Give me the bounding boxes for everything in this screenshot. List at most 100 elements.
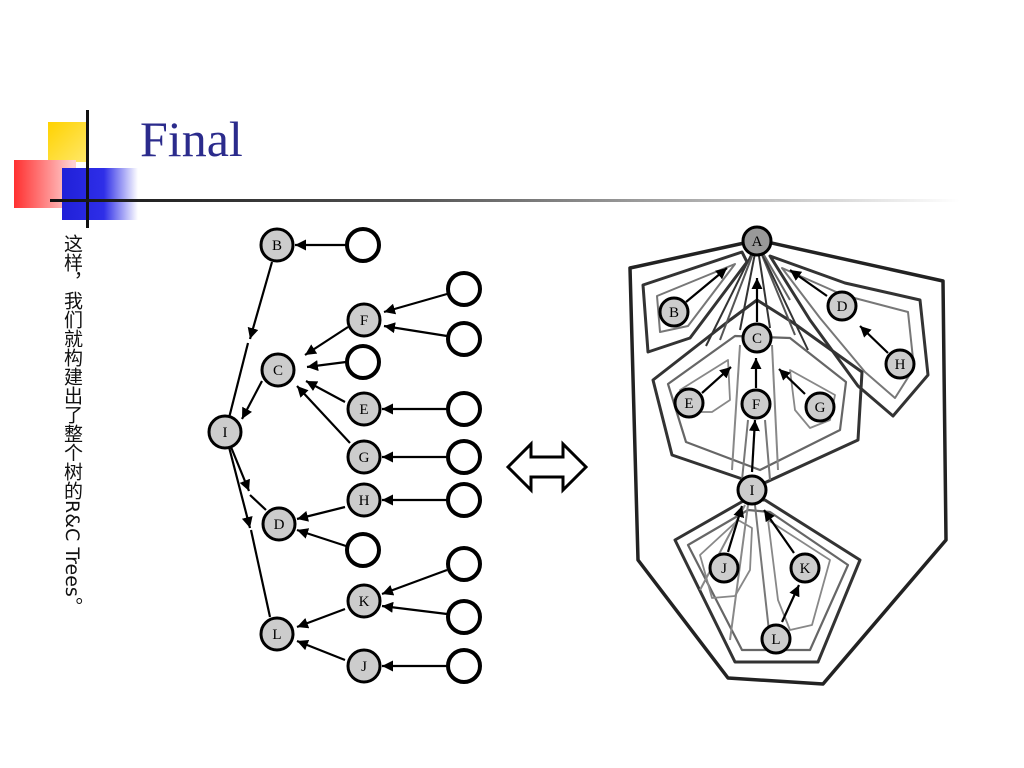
left-node-k: K bbox=[346, 583, 382, 619]
edge-i-to-b bbox=[227, 342, 250, 419]
fan-line bbox=[754, 504, 771, 641]
cluster-b bbox=[641, 250, 749, 354]
edge-ring2-to-k bbox=[381, 601, 448, 616]
decor-vertical-line bbox=[86, 110, 89, 228]
left-node-d: D bbox=[261, 506, 297, 542]
svg-text:I: I bbox=[750, 483, 755, 499]
edge-d-to-a bbox=[789, 269, 828, 297]
left-tree: B C F E G I H bbox=[207, 227, 482, 684]
leaf-ring bbox=[345, 344, 381, 380]
svg-text:G: G bbox=[815, 400, 826, 416]
svg-text:L: L bbox=[272, 627, 281, 643]
svg-text:B: B bbox=[272, 238, 282, 254]
leaf-ring bbox=[446, 482, 482, 518]
edge-h-to-d bbox=[296, 505, 346, 522]
left-node-b: B bbox=[259, 227, 295, 263]
right-node-h: H bbox=[884, 348, 916, 380]
left-tree-nodes: B C F E G I H bbox=[207, 227, 382, 684]
cluster-c bbox=[651, 298, 864, 487]
edge-ring1-to-k bbox=[381, 568, 448, 596]
cluster-d-inner bbox=[781, 267, 915, 399]
svg-text:F: F bbox=[360, 313, 368, 329]
svg-text:C: C bbox=[273, 363, 283, 379]
cluster-outer bbox=[628, 238, 948, 686]
right-node-k: K bbox=[789, 552, 821, 584]
edge-g-to-c bbox=[778, 368, 806, 395]
leaf-ring bbox=[446, 599, 482, 635]
left-node-h: H bbox=[346, 482, 382, 518]
svg-text:D: D bbox=[837, 299, 848, 315]
edge-i-to-c bbox=[748, 419, 760, 473]
svg-text:F: F bbox=[752, 397, 760, 413]
svg-text:L: L bbox=[771, 632, 780, 648]
svg-text:G: G bbox=[359, 450, 370, 466]
side-caption: 这样，我们就构建出了整个树的R&C Trees。 bbox=[61, 234, 83, 616]
right-node-j: J bbox=[708, 552, 740, 584]
left-tree-leaf-rings bbox=[345, 227, 482, 684]
svg-text:H: H bbox=[359, 493, 370, 509]
svg-text:H: H bbox=[895, 357, 906, 373]
fan-line bbox=[756, 242, 771, 329]
right-node-b: B bbox=[658, 296, 690, 328]
left-node-l: L bbox=[259, 616, 295, 652]
leaf-ring bbox=[446, 439, 482, 475]
left-node-j: J bbox=[346, 648, 382, 684]
svg-text:C: C bbox=[752, 331, 762, 347]
left-node-i: I bbox=[207, 414, 243, 450]
svg-text:B: B bbox=[669, 305, 679, 321]
leaf-ring bbox=[446, 321, 482, 357]
edge-j-to-i bbox=[726, 505, 745, 553]
edge-g-to-c bbox=[296, 385, 351, 444]
edge-l-to-k bbox=[781, 584, 800, 623]
left-node-f: F bbox=[346, 302, 382, 338]
left-node-g: G bbox=[346, 439, 382, 475]
edge-b-to-i bbox=[247, 261, 274, 340]
fan-line bbox=[731, 344, 741, 471]
svg-text:J: J bbox=[721, 561, 727, 577]
fan-line bbox=[739, 242, 758, 331]
svg-text:K: K bbox=[800, 561, 811, 577]
leaf-ring bbox=[345, 532, 381, 568]
right-node-g: G bbox=[804, 391, 836, 423]
leaf-ring bbox=[446, 271, 482, 307]
leaf-ring bbox=[446, 391, 482, 427]
right-tree-edges bbox=[685, 267, 889, 623]
decor-blue-square bbox=[62, 168, 138, 220]
fan-line bbox=[729, 489, 751, 641]
right-node-i: I bbox=[736, 474, 768, 506]
title-underline bbox=[50, 199, 960, 202]
left-tree-edges bbox=[227, 239, 448, 672]
edge-d-to-i bbox=[249, 494, 267, 511]
right-node-d: D bbox=[826, 290, 858, 322]
edge-ring2-to-f bbox=[383, 322, 448, 338]
edge-b-to-a bbox=[685, 267, 728, 303]
fan-line bbox=[719, 242, 758, 341]
cluster-k-inner bbox=[767, 519, 831, 631]
right-node-f: F bbox=[740, 388, 772, 420]
edge-k-to-l bbox=[296, 607, 346, 629]
fan-line bbox=[705, 242, 758, 347]
edge-ring-to-d bbox=[296, 528, 347, 548]
edge-i-to-l bbox=[227, 446, 253, 529]
fan-line bbox=[771, 344, 779, 471]
cluster-fan-lines bbox=[699, 242, 809, 641]
svg-text:E: E bbox=[359, 402, 368, 418]
edge-ring-to-c bbox=[306, 360, 347, 372]
left-node-e: E bbox=[346, 391, 382, 427]
right-tree: A B D C H E F bbox=[628, 225, 948, 686]
svg-text:D: D bbox=[274, 517, 285, 533]
slide-title: Final bbox=[140, 111, 243, 167]
fan-line bbox=[741, 419, 749, 481]
edge-j-to-l bbox=[296, 639, 346, 662]
fan-line bbox=[756, 242, 809, 351]
right-tree-nodes: A B D C H E F bbox=[658, 225, 916, 655]
left-node-c: C bbox=[260, 352, 296, 388]
right-node-a: A bbox=[741, 225, 773, 257]
leaf-ring bbox=[446, 546, 482, 582]
svg-text:J: J bbox=[361, 659, 367, 675]
right-node-c: C bbox=[741, 322, 773, 354]
edge-i-to-d bbox=[229, 446, 251, 492]
cluster-g-inner bbox=[789, 369, 836, 429]
equivalence-arrow-icon bbox=[505, 440, 589, 494]
